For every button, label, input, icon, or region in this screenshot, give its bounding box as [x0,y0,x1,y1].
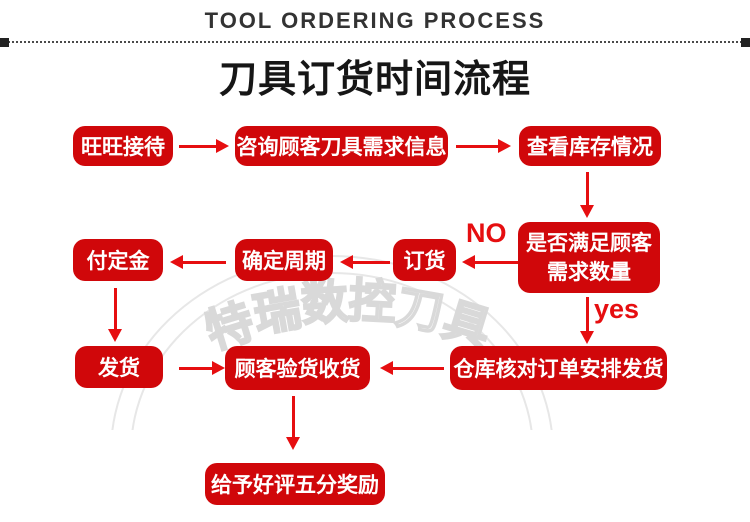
arrow-consult-to-checkstock [456,139,511,153]
arrow-inspect-to-reward [286,396,300,450]
branch-label-yes: yes [594,294,640,324]
node-warehouse-ship: 仓库核对订单安排发货 [450,346,667,390]
node-reception: 旺旺接待 [73,126,173,166]
header-title-en: TOOL ORDERING PROCESS [204,8,546,33]
dotted-separator [0,41,750,43]
arrow-deposit-to-ship [108,288,122,342]
node-pay-deposit: 付定金 [73,239,163,281]
node-consult-demand: 咨询顾客刀具需求信息 [235,126,448,166]
node-stock-decision-line1: 是否满足顾客 [526,231,652,255]
arrow-ship-to-inspect [179,361,225,375]
node-ship: 发货 [75,346,163,388]
branch-label-no: NO [466,218,507,248]
node-place-order: 订货 [393,239,456,281]
arrow-checkstock-to-decision [580,172,594,218]
arrow-order-to-cycle [340,255,390,269]
node-stock-decision: 是否满足顾客 需求数量 [518,222,660,293]
watermark-char: 控 [346,273,398,330]
node-customer-inspect: 顾客验货收货 [225,346,370,390]
node-stock-decision-line2: 需求数量 [547,260,631,284]
node-check-stock: 查看库存情况 [519,126,661,166]
node-confirm-cycle: 确定周期 [235,239,333,281]
arrow-cycle-to-deposit [170,255,226,269]
separator-endcap-right [741,38,750,47]
watermark-arc-outer [110,255,554,430]
node-reward: 给予好评五分奖励 [205,463,385,505]
separator-endcap-left [0,38,9,47]
arrow-decision-to-warehouse-yes [580,297,594,344]
arrow-warehouse-to-inspect [380,361,444,375]
arrow-reception-to-consult [179,139,229,153]
page-title: 刀具订货时间流程 [218,59,531,101]
arrow-decision-to-order-no [462,255,518,269]
